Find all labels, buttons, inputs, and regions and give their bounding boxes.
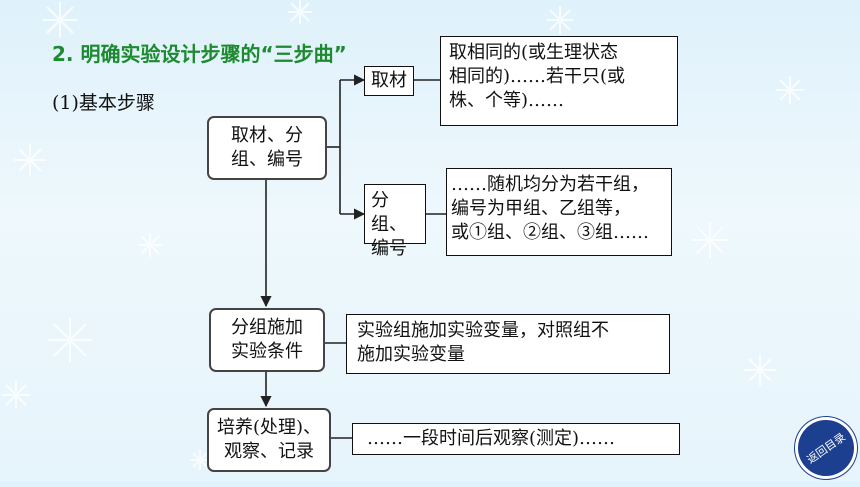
- note-experimental-variable: 实验组施加实验变量，对照组不 施加实验变量: [346, 314, 670, 374]
- step-apply-conditions: 分组施加 实验条件: [209, 308, 325, 372]
- note-material-selection: 取相同的(或生理状态 相同的)……若干只(或 株、个等)……: [440, 36, 678, 126]
- step-culture-observe: 培养(处理)、 观察、记录: [207, 408, 331, 472]
- section-subtitle: (1)基本步骤: [52, 92, 155, 114]
- branch-grouping: 分组、 编号: [364, 184, 426, 259]
- step-material-grouping: 取材、分 组、编号: [207, 116, 327, 180]
- branch-material: 取材: [364, 66, 414, 96]
- note-random-grouping: ……随机均分为若干组， 编号为甲组、乙组等， 或①组、②组、③组……: [446, 168, 672, 256]
- page-title: 2. 明确实验设计步骤的“三步曲”: [52, 42, 347, 66]
- note-observation: ……一段时间后观察(测定)……: [352, 423, 680, 455]
